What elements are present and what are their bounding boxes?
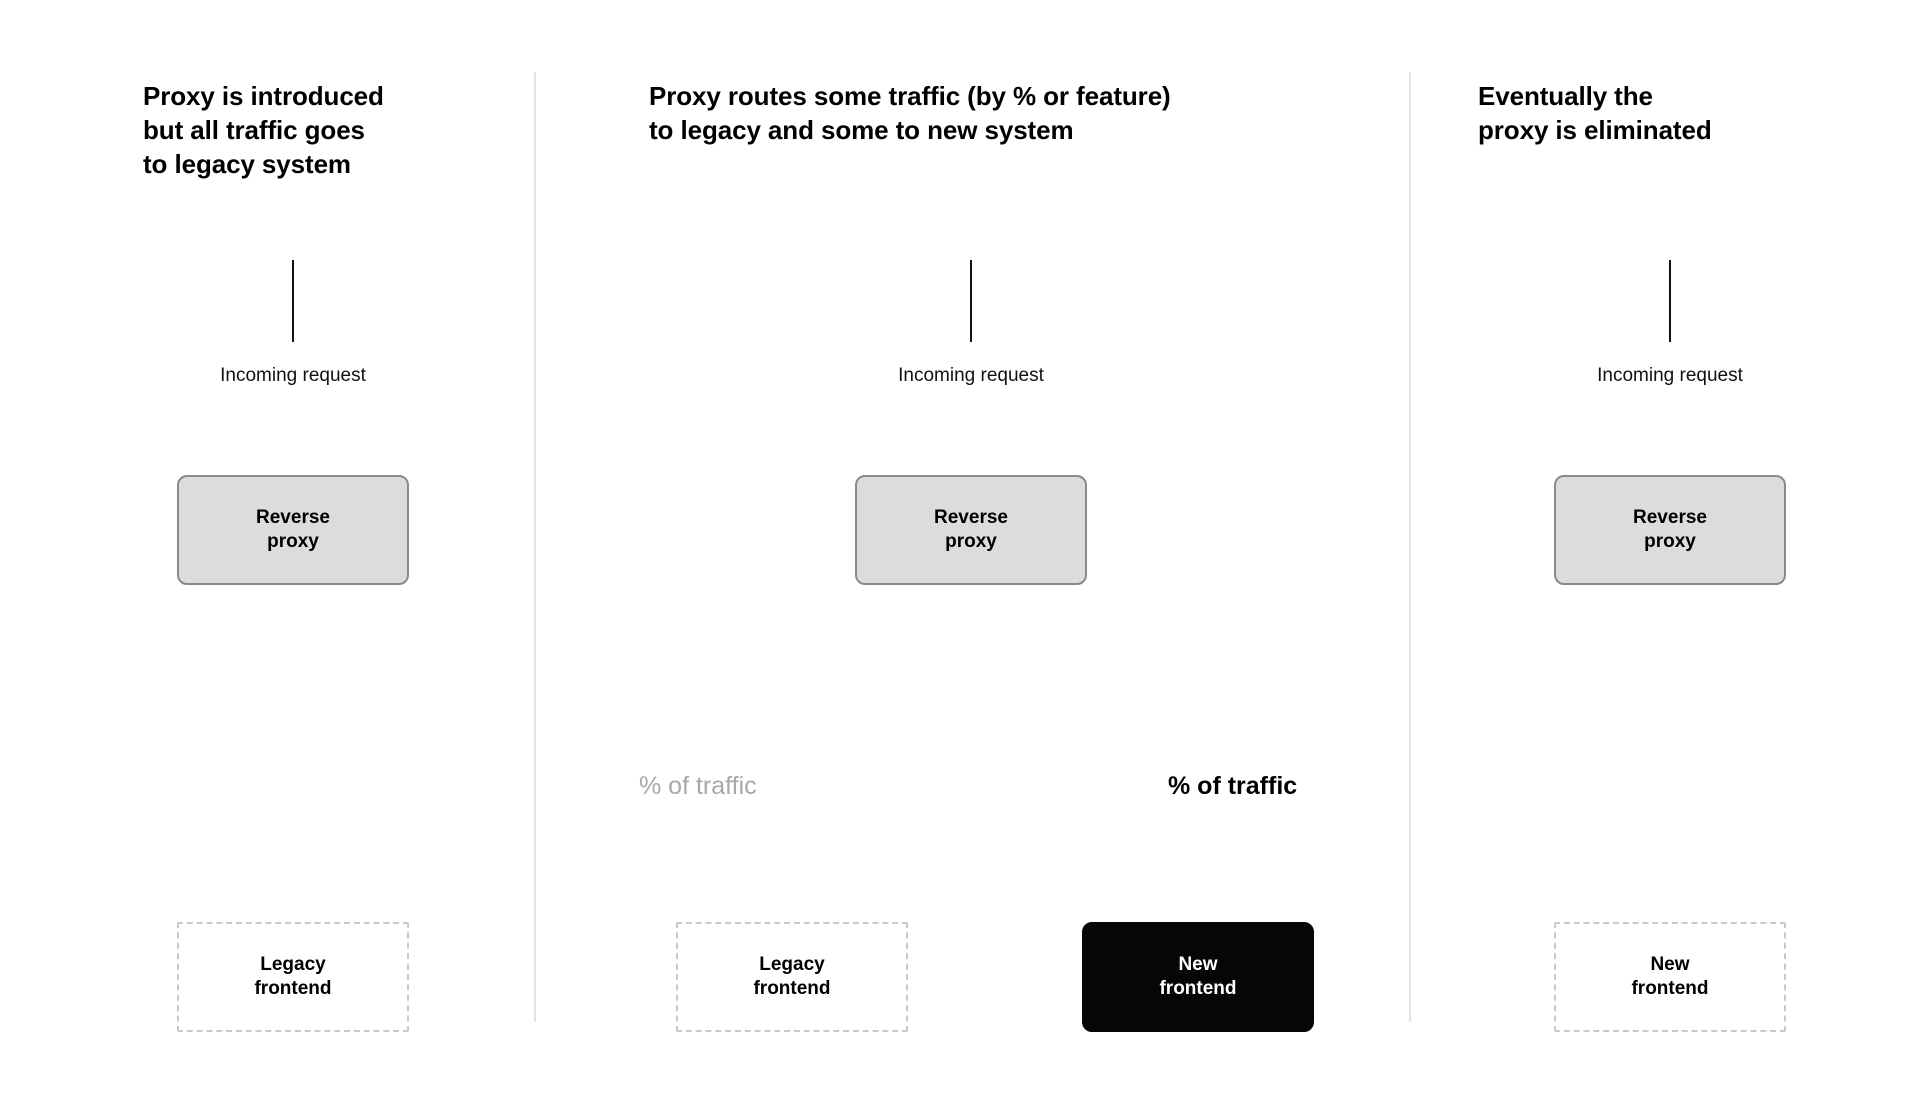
panel-2-title: Proxy routes some traffic (by % or featu… [649,81,1171,145]
incoming-stem-line-2 [970,260,972,342]
node-reverse-proxy-2[interactable]: Reverse proxy [855,475,1087,585]
incoming-request-label-1: Incoming request [220,365,366,386]
node-new-frontend-2[interactable]: New frontend [1082,922,1314,1032]
incoming-stem-line-3 [1669,260,1671,342]
panel-divider-2 [1409,72,1411,1022]
node-reverse-proxy-1[interactable]: Reverse proxy [177,475,409,585]
panel-proxy-introduced: Proxy is introduced but all traffic goes… [0,0,534,1104]
left-traffic-percent-label: % of traffic [639,772,757,800]
panel-proxy-routes-traffic: Proxy routes some traffic (by % or featu… [536,0,1409,1104]
node-new-frontend-3[interactable]: New frontend [1554,922,1786,1032]
panel-proxy-eliminated: Eventually the proxy is eliminated Incom… [1411,0,1920,1104]
incoming-request-label-3: Incoming request [1597,365,1743,386]
incoming-request-label-2: Incoming request [898,365,1044,386]
panel-3-title: Eventually the proxy is eliminated [1478,81,1712,145]
node-reverse-proxy-3[interactable]: Reverse proxy [1554,475,1786,585]
panel-divider-1 [534,72,536,1022]
right-traffic-percent-label: % of traffic [1168,772,1298,800]
incoming-stem-line-1 [292,260,294,342]
panel-1-title: Proxy is introduced but all traffic goes… [143,81,384,179]
node-legacy-frontend-2[interactable]: Legacy frontend [676,922,908,1032]
node-legacy-frontend-1[interactable]: Legacy frontend [177,922,409,1032]
